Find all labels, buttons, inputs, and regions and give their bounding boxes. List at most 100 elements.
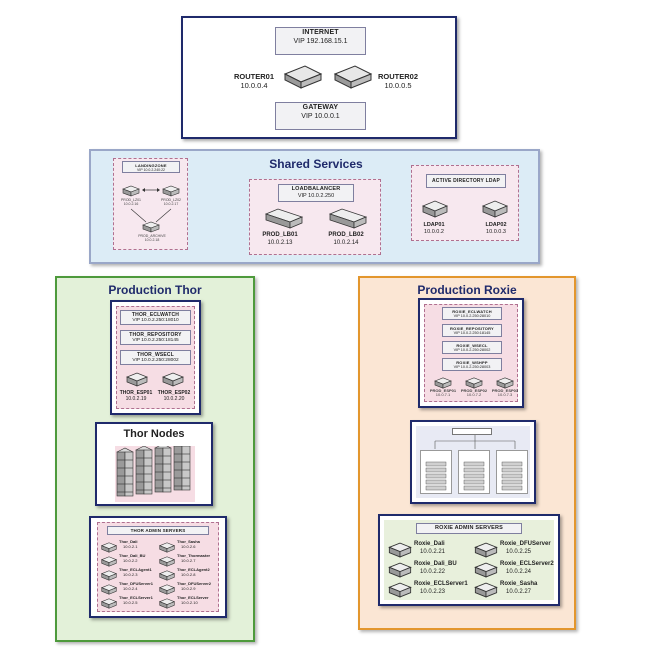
router1-ip: 10.0.0.4 [240,81,268,91]
thor-eclwatch-vip: VIP 10.0.2.250:18010 [132,318,179,324]
roxie-esp-name: PROD_ESP01 [429,388,457,393]
landingzone-group: LANDINGZONE VIP 10.0.2.240:22 PROD_LZ01 … [113,158,188,250]
thor-admin-server-ip: 10.0.2.1 [123,544,138,549]
lb01-label: PROD_LB01 10.0.2.13 [254,232,306,247]
server-icon [388,562,412,583]
ldap02-server-icon [482,200,508,218]
archive-server-icon [142,221,160,233]
thor-wsecl-title: THOR_WSECL [137,352,174,358]
server-icon [158,540,176,558]
roxie-esp-item: PROD_ESP01 10.0.7.1 [428,376,458,404]
thor-admin-server-name: Thor_ECLServer [177,595,209,600]
roxie-cluster-box [410,420,536,504]
roxie-esp-ip: 10.0.7.2 [466,392,482,398]
thor-admin-server-name: Thor_DFUServer2 [177,581,212,586]
lz01-label: PROD_LZ01 10.0.2.16 [115,198,147,207]
thor-nodes-title: Thor Nodes [123,428,185,440]
server-icon [100,554,118,572]
thor-services-box: THOR_ECLWATCH VIP 10.0.2.250:18010 THOR_… [110,300,201,415]
router2-icon [333,65,373,89]
server-icon [100,596,118,614]
roxie-admin-server-ip: 10.0.2.23 [420,589,446,595]
shared-services-panel: Shared Services LANDINGZONE VIP 10.0.2.2… [89,149,540,264]
thor-esp02-label: THOR_ESP02 10.0.2.20 [154,390,194,403]
thor-eclwatch-title: THOR_ECLWATCH [131,312,180,318]
thor-admin-server-ip: 10.0.2.3 [123,572,138,577]
server-icon [100,540,118,558]
thor-admin-server-ip: 10.0.2.10 [181,600,198,605]
thor-admin-server-ip: 10.0.2.4 [123,586,138,591]
ldap02-label: LDAP02 10.0.0.3 [476,222,516,236]
lz02-label: PROD_LZ02 10.0.2.17 [155,198,187,207]
thor-admin-server-ip: 10.0.2.5 [123,600,138,605]
roxie-vip-title: ROXIE_ECLWATCH [452,309,492,314]
router2-label: ROUTER02 10.0.0.5 [367,72,429,91]
roxie-vip-box: ROXIE_WSECL VIP 10.0.2.250:28002 [442,341,502,354]
thor-admin-server-name: Thor_Dali_BU [119,553,146,558]
thor-admin-server-item: Thor_ECLServer 10.0.2.10 [158,595,217,609]
thor-admin-server-name: Thor_ECLAgent1 [119,567,152,572]
thor-admin-server-item: Thor_Thormaster 10.0.2.7 [158,553,217,567]
roxie-esp-label: PROD_ESP01 10.0.7.1 [428,388,458,398]
gateway-vip: VIP 10.0.0.1 [301,112,340,120]
ldap-group: ACTIVE DIRECTORY LDAP LDAP01 10.0.0.2 LD… [411,165,519,241]
roxie-admin-server-item: Roxie_ECLServer1 10.0.2.23 [388,580,472,600]
roxie-admin-server-name: Roxie_ECLServer1 [414,581,468,587]
thor-repository-title: THOR_REPOSITORY [129,332,182,338]
internet-vip: VIP 192.168.15.1 [293,37,348,45]
server-icon [474,562,498,583]
ldap01-label: LDAP01 10.0.0.2 [414,222,454,236]
roxie-esp-ip: 10.0.7.1 [435,392,451,398]
roxie-esp-name: PROD_ESP02 [460,388,488,393]
roxie-vip-title: ROXIE_WSHPP [456,360,488,365]
thor-repository-vip: VIP 10.0.2.250:18145 [132,338,179,344]
thor-admin-title: THOR ADMIN SERVERS [130,528,186,533]
gateway-box: GATEWAY VIP 10.0.0.1 [275,102,366,130]
roxie-admin-server-item: Roxie_Dali 10.0.2.21 [388,540,472,560]
thor-admin-server-name: Thor_DFUServer1 [119,581,154,586]
router2-name: ROUTER02 [377,72,418,81]
router1-label: ROUTER01 10.0.0.4 [223,72,285,91]
thor-esp01-name: THOR_ESP01 [119,390,153,396]
roxie-vip-value: VIP 10.0.2.250:28002 [453,348,491,352]
roxie-admin-server-name: Roxie_ECLServer2 [500,561,554,567]
server-icon [388,542,412,563]
server-icon [158,596,176,614]
roxie-admin-server-ip: 10.0.2.24 [506,569,532,575]
thor-admin-server-name: Thor_ECLAgent2 [177,567,210,572]
roxie-admin-server-item: Roxie_ECLServer2 10.0.2.24 [474,560,558,580]
lb02-ip: 10.0.2.14 [333,239,359,246]
router2-ip: 10.0.0.5 [384,81,412,91]
roxie-esp-label: PROD_ESP02 10.0.7.2 [459,388,489,398]
server-icon [100,582,118,600]
roxie-vip-box: ROXIE_ECLWATCH VIP 10.0.2.250:28010 [442,307,502,320]
internet-title: INTERNET [302,29,339,36]
roxie-vip-title: ROXIE_WSECL [456,343,488,348]
server-icon [158,582,176,600]
thor-admin-server-item: Thor_Sasha 10.0.2.6 [158,539,217,553]
roxie-admin-title-box: ROXIE ADMIN SERVERS [416,523,522,534]
ldap01-name: LDAP01 [423,222,445,228]
server-icon [496,376,514,394]
roxie-admin-server-item: Roxie_Sasha 10.0.2.27 [474,580,558,600]
lz02-server-icon [162,185,180,197]
server-icon [474,542,498,563]
archive-label: PROD_ARCHIVE 10.0.2.18 [134,234,170,243]
roxie-vip-title: ROXIE_REPOSITORY [450,326,494,331]
thor-repository-box: THOR_REPOSITORY VIP 10.0.2.250:18145 [120,330,191,345]
roxie-admin-server-ip: 10.0.2.27 [506,589,532,595]
thor-nodes-rack-icon [116,446,191,497]
landingzone-vip-box: LANDINGZONE VIP 10.0.2.240:22 [122,161,180,173]
roxie-cluster-lines [434,435,516,449]
lb01-ip: 10.0.2.13 [267,239,293,246]
server-icon [388,582,412,603]
thor-admin-server-ip: 10.0.2.7 [181,558,196,563]
ldap02-name: LDAP02 [485,222,507,228]
thor-admin-server-item: Thor_Dali_BU 10.0.2.2 [100,553,159,567]
lb02-switch-icon [328,208,368,229]
thor-admin-box: THOR ADMIN SERVERS Thor_Dali 10.0.2.1 Th… [89,516,227,618]
roxie-esp-ip: 10.0.7.3 [497,392,513,398]
thor-admin-server-ip: 10.0.2.2 [123,558,138,563]
thor-nodes-box: Thor Nodes [95,422,213,506]
